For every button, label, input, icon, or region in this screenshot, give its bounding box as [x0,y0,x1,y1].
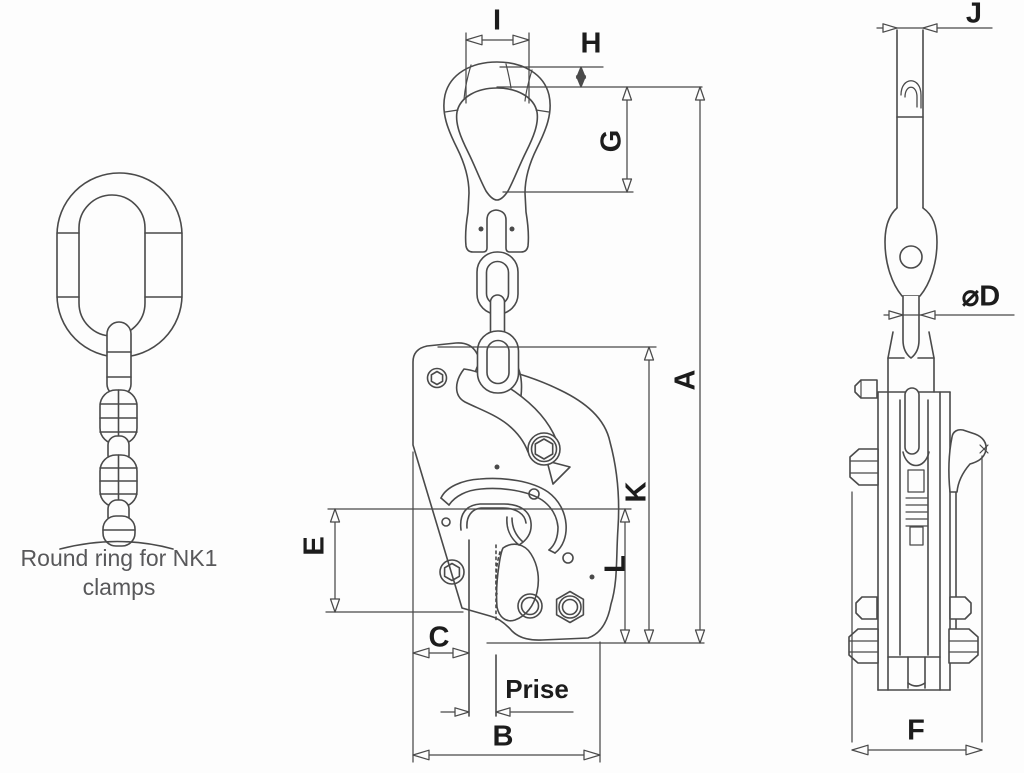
dim-label-k: K [620,481,653,503]
dim-label-c: C [428,621,450,654]
dim-label-i: I [492,4,502,37]
ring-caption: Round ring for NK1 clamps [0,544,238,602]
dim-label-prise: Prise [505,674,569,704]
dim-label-l: L [599,555,632,573]
dim-label-g: G [595,129,628,153]
dim-label-e: E [298,536,331,556]
dim-label-b: B [492,720,514,753]
round-ring-view [57,173,182,549]
ring-caption-line2: clamps [82,574,156,600]
ring-caption-line1: Round ring for NK1 [20,545,218,571]
dim-label-a: A [669,369,702,391]
dimension-lines [326,24,1014,762]
clamp-side-view [849,30,988,690]
dim-label-f: F [907,714,925,747]
clamp-front-view [413,62,619,716]
dim-label-d: ⌀D [961,280,1001,313]
dim-label-j: J [965,0,983,30]
dim-label-h: H [580,27,602,60]
